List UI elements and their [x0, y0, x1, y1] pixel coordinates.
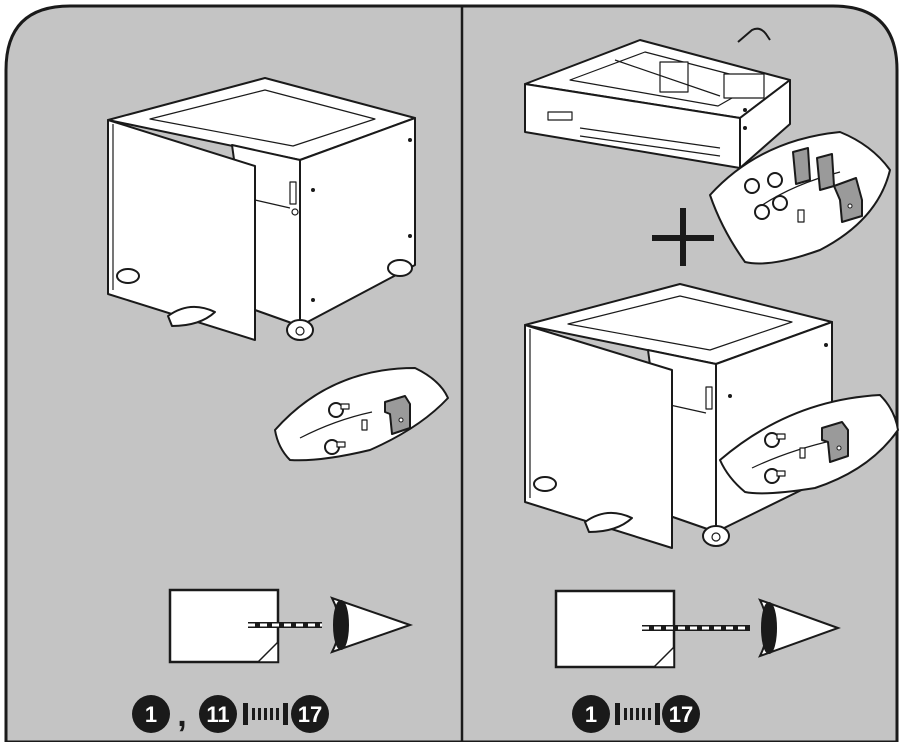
step-number: 17 [298, 702, 322, 727]
step-indicator-left: 1 , 11 17 [132, 695, 329, 734]
step-indicator-right: 1 17 [572, 695, 700, 733]
right-panel: 1 17 [524, 27, 899, 733]
step-badge [572, 695, 610, 733]
step-badge [662, 695, 700, 733]
step-number: 17 [669, 702, 693, 727]
step-number: 11 [206, 702, 229, 727]
parts-bag-icon [719, 394, 899, 495]
step-number: 1 [585, 702, 597, 727]
plus-icon [652, 208, 714, 266]
step-badge [199, 695, 237, 733]
step-badge [132, 695, 170, 733]
paper-tray-module-icon [524, 27, 791, 169]
step-range-bar [243, 703, 288, 725]
step-number: 1 [145, 702, 157, 727]
eye-icon [329, 596, 414, 654]
parts-bag-icon [274, 367, 449, 462]
step-separator: , [177, 696, 186, 734]
parts-bag-icon [709, 131, 891, 265]
step-range-bar [615, 703, 660, 725]
left-panel: 1 , 11 17 [107, 77, 449, 734]
step-badge [291, 695, 329, 733]
cabinet-icon [107, 77, 416, 341]
eye-icon [757, 598, 841, 658]
